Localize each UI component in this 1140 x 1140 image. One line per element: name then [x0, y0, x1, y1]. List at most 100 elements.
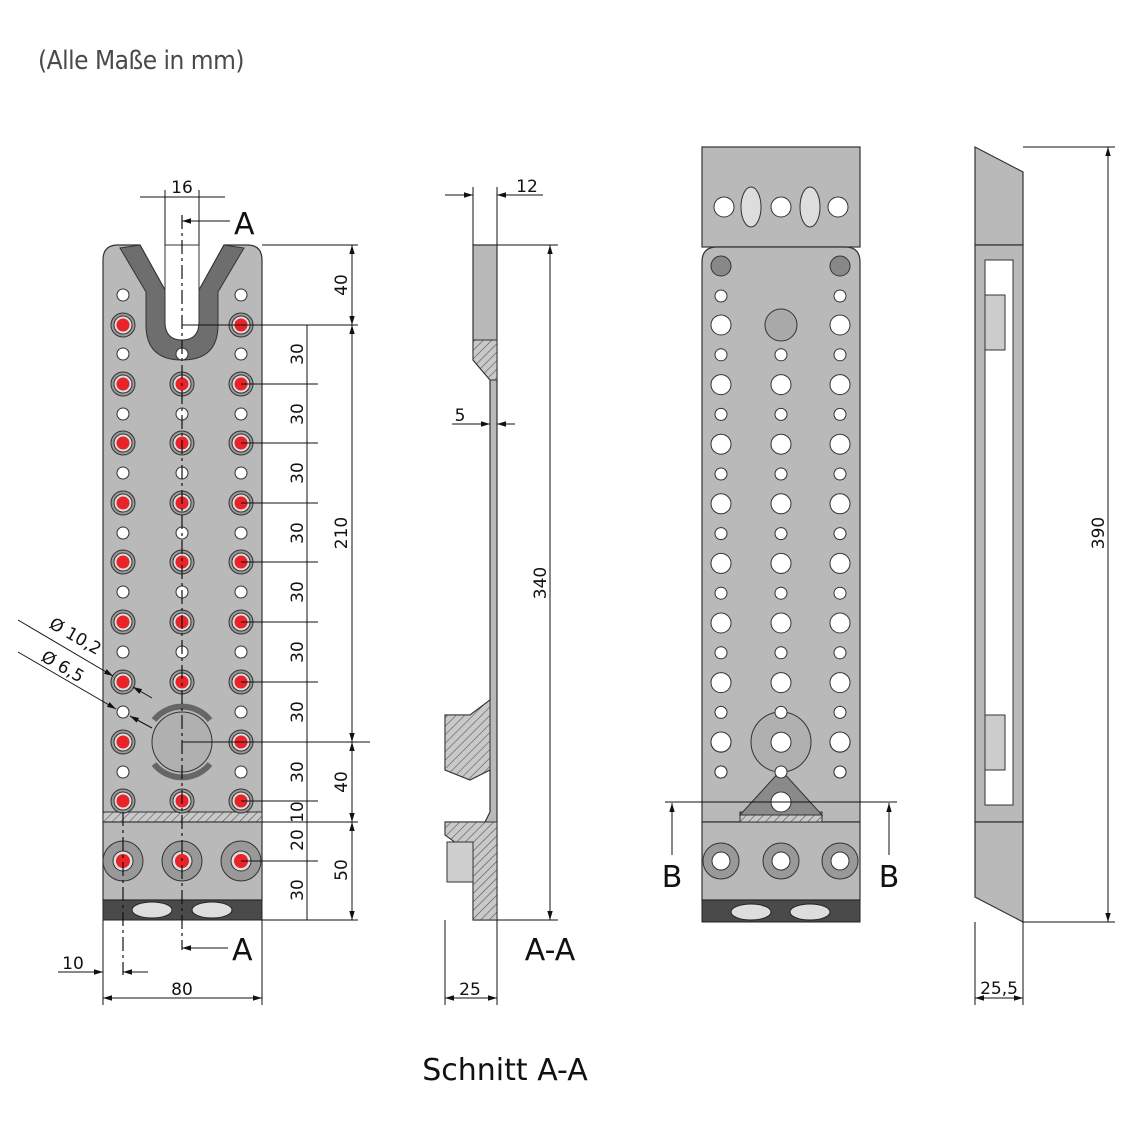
dim-thickness-12: 12	[516, 177, 538, 197]
through-hole	[116, 407, 130, 421]
back-hole	[710, 552, 732, 574]
back-hole	[710, 314, 732, 336]
through-hole	[234, 765, 248, 779]
units-note: (Alle Maße in mm)	[38, 46, 245, 76]
dim-50: 50	[332, 859, 352, 881]
red-hole-marker	[116, 675, 130, 689]
back-small-hole	[714, 586, 728, 600]
dim-pitch-30: 30	[288, 701, 308, 723]
back-small-hole	[833, 705, 847, 719]
through-hole	[234, 645, 248, 659]
through-hole	[234, 705, 248, 719]
back-hole	[829, 672, 851, 694]
back-small-hole	[833, 527, 847, 541]
through-hole	[116, 526, 130, 540]
back-small-hole	[714, 646, 728, 660]
dim-30-lower: 30	[288, 879, 308, 901]
section-marker-b-left: B	[662, 860, 683, 895]
back-hole	[710, 672, 732, 694]
back-hole	[770, 493, 792, 515]
back-small-hole	[833, 407, 847, 421]
dim-depth-25: 25	[459, 980, 481, 1000]
section-marker-top: A	[234, 207, 255, 242]
section-marker-bottom: A	[232, 933, 253, 968]
back-small-hole	[833, 348, 847, 362]
red-hole-marker	[116, 555, 130, 569]
red-hole-marker	[116, 854, 130, 868]
dim-height-390: 390	[1089, 517, 1109, 549]
back-hole	[770, 731, 792, 753]
red-hole-marker	[116, 735, 130, 749]
dim-step-5: 5	[455, 406, 466, 426]
back-hole	[710, 493, 732, 515]
back-hole	[829, 612, 851, 634]
red-hole-marker	[116, 794, 130, 808]
section-view: 12 5 340 25 A-A Schnitt A-A	[422, 177, 588, 1088]
through-hole	[116, 466, 130, 480]
back-small-hole	[833, 467, 847, 481]
through-hole	[234, 407, 248, 421]
back-hole	[770, 552, 792, 574]
dim-depth-25-5: 25,5	[980, 979, 1018, 999]
back-small-hole	[714, 467, 728, 481]
dim-pitch-30: 30	[288, 403, 308, 425]
back-small-hole	[774, 407, 788, 421]
back-small-hole	[774, 586, 788, 600]
through-hole	[116, 288, 130, 302]
back-small-hole	[714, 705, 728, 719]
dim-pitch-30: 30	[288, 522, 308, 544]
dim-edge-10: 10	[62, 954, 84, 974]
red-hole-marker	[116, 615, 130, 629]
red-hole-marker	[175, 675, 189, 689]
back-small-hole	[833, 586, 847, 600]
through-hole	[116, 765, 130, 779]
back-hole	[770, 672, 792, 694]
back-small-hole	[774, 467, 788, 481]
dim-band-10: 10	[288, 801, 308, 823]
dim-210: 210	[332, 517, 352, 549]
back-hole	[829, 374, 851, 396]
back-view: B B	[662, 146, 900, 923]
back-hole	[770, 374, 792, 396]
back-hole	[710, 612, 732, 634]
dim-slot-width: 16	[171, 178, 193, 198]
section-caption: Schnitt A-A	[422, 1053, 588, 1088]
red-hole-marker	[116, 318, 130, 332]
red-hole-marker	[116, 496, 130, 510]
dim-40-base: 40	[332, 771, 352, 793]
dim-height-340: 340	[531, 567, 551, 599]
dim-pitch-30: 30	[288, 641, 308, 663]
back-hole	[710, 374, 732, 396]
side-view: 390 25,5	[974, 146, 1115, 1005]
section-marker-b-right: B	[879, 860, 900, 895]
through-hole	[234, 585, 248, 599]
dim-pitch-30: 30	[288, 581, 308, 603]
through-hole	[116, 645, 130, 659]
back-small-hole	[774, 765, 788, 779]
through-hole	[234, 526, 248, 540]
back-small-hole	[714, 348, 728, 362]
back-small-hole	[714, 527, 728, 541]
back-hole	[829, 552, 851, 574]
oval-hole	[131, 901, 173, 919]
through-hole	[234, 347, 248, 361]
through-hole	[116, 705, 130, 719]
oval-hole	[191, 901, 233, 919]
through-hole	[116, 585, 130, 599]
dim-top-40: 40	[332, 274, 352, 296]
back-small-hole	[774, 527, 788, 541]
back-small-hole	[774, 348, 788, 362]
back-hole	[710, 433, 732, 455]
dim-pitch-30: 30	[288, 343, 308, 365]
back-hole	[829, 314, 851, 336]
back-hole	[829, 493, 851, 515]
through-hole	[116, 347, 130, 361]
dim-20: 20	[288, 829, 308, 851]
red-hole-marker	[116, 377, 130, 391]
back-hole	[770, 433, 792, 455]
dim-pitch-30: 30	[288, 462, 308, 484]
back-small-hole	[714, 407, 728, 421]
dim-pitch-30: 30	[288, 761, 308, 783]
